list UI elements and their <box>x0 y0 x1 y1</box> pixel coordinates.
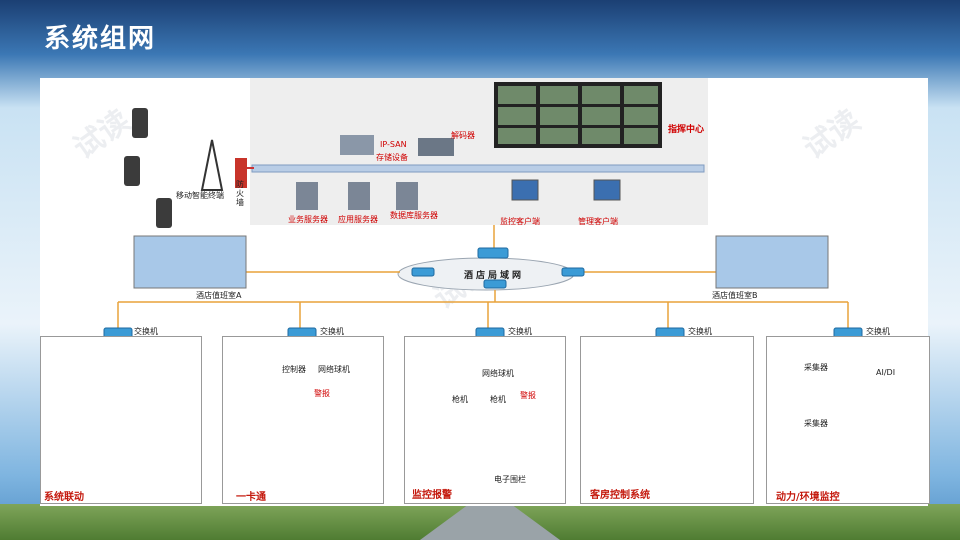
backbone-bus <box>251 164 705 173</box>
storage-label: 存储设备 <box>376 153 408 162</box>
caption-power-env: 动力/环境监控 <box>776 492 840 503</box>
lan-label: 酒店局域网 <box>464 271 525 281</box>
subsystem-box-4 <box>580 336 754 504</box>
switch-core <box>477 247 509 259</box>
switch-bottom <box>483 279 507 289</box>
server-label-database: 数据库服务器 <box>390 211 438 220</box>
phone-3 <box>156 198 172 228</box>
fence-label: 电子围栏 <box>494 475 526 484</box>
page-title: 系统组网 <box>44 24 157 54</box>
subsystem-box-5 <box>766 336 930 504</box>
controller-label: 控制器 <box>282 365 306 374</box>
decoder-label: 解码器 <box>451 131 475 140</box>
switch-label-2: 交换机 <box>320 327 344 336</box>
client-monitor <box>511 179 539 201</box>
firewall-wall <box>235 158 247 188</box>
switch-right <box>561 267 585 277</box>
server-database <box>396 182 418 210</box>
server-business <box>296 182 318 210</box>
switch-left <box>411 267 435 277</box>
collector-label-1: 采集器 <box>804 363 828 372</box>
switch-label-1: 交换机 <box>134 327 158 336</box>
client-label-manage: 管理客户端 <box>578 217 618 226</box>
command-center-label: 指挥中心 <box>668 125 705 135</box>
dome-camera-label-3: 网络球机 <box>482 369 514 378</box>
switch-label-5: 交换机 <box>866 327 890 336</box>
storage-device <box>340 135 374 155</box>
subsystem-box-3 <box>404 336 566 504</box>
duty-room-b-photo <box>715 235 829 289</box>
caption-one-card: 一卡通 <box>236 492 266 503</box>
dome-camera-label-2: 网络球机 <box>318 365 350 374</box>
duty-room-a-label: 酒店值班室A <box>196 291 242 300</box>
subsystem-box-1 <box>40 336 202 504</box>
caption-linkage: 系统联动 <box>44 492 84 503</box>
firewall-label: 防火墙 <box>236 180 244 207</box>
ipsan-label: IP-SAN <box>380 140 407 149</box>
decoder-device <box>418 138 454 156</box>
mobile-terminal-label: 移动智能终端 <box>176 191 224 200</box>
caption-monitoring-alarm: 监控报警 <box>412 490 452 501</box>
gun-camera-label-2: 枪机 <box>490 395 506 404</box>
duty-room-a-photo <box>133 235 247 289</box>
aidi-label: AI/DI <box>876 368 896 377</box>
alarm-label-3: 警报 <box>520 391 536 400</box>
phone-2 <box>124 156 140 186</box>
subsystem-box-2 <box>222 336 384 504</box>
alarm-label-2: 警报 <box>314 389 330 398</box>
gun-camera-label-1: 枪机 <box>452 395 468 404</box>
collector-label-2: 采集器 <box>804 419 828 428</box>
switch-label-3: 交换机 <box>508 327 532 336</box>
client-manage <box>593 179 621 201</box>
antenna-tower <box>200 139 224 191</box>
phone-1 <box>132 108 148 138</box>
server-label-application: 应用服务器 <box>338 215 378 224</box>
caption-room-control: 客房控制系统 <box>590 490 650 501</box>
duty-room-b-label: 酒店值班室B <box>712 291 758 300</box>
server-application <box>348 182 370 210</box>
switch-label-4: 交换机 <box>688 327 712 336</box>
client-label-monitor: 监控客户端 <box>500 217 540 226</box>
server-label-business: 业务服务器 <box>288 215 328 224</box>
